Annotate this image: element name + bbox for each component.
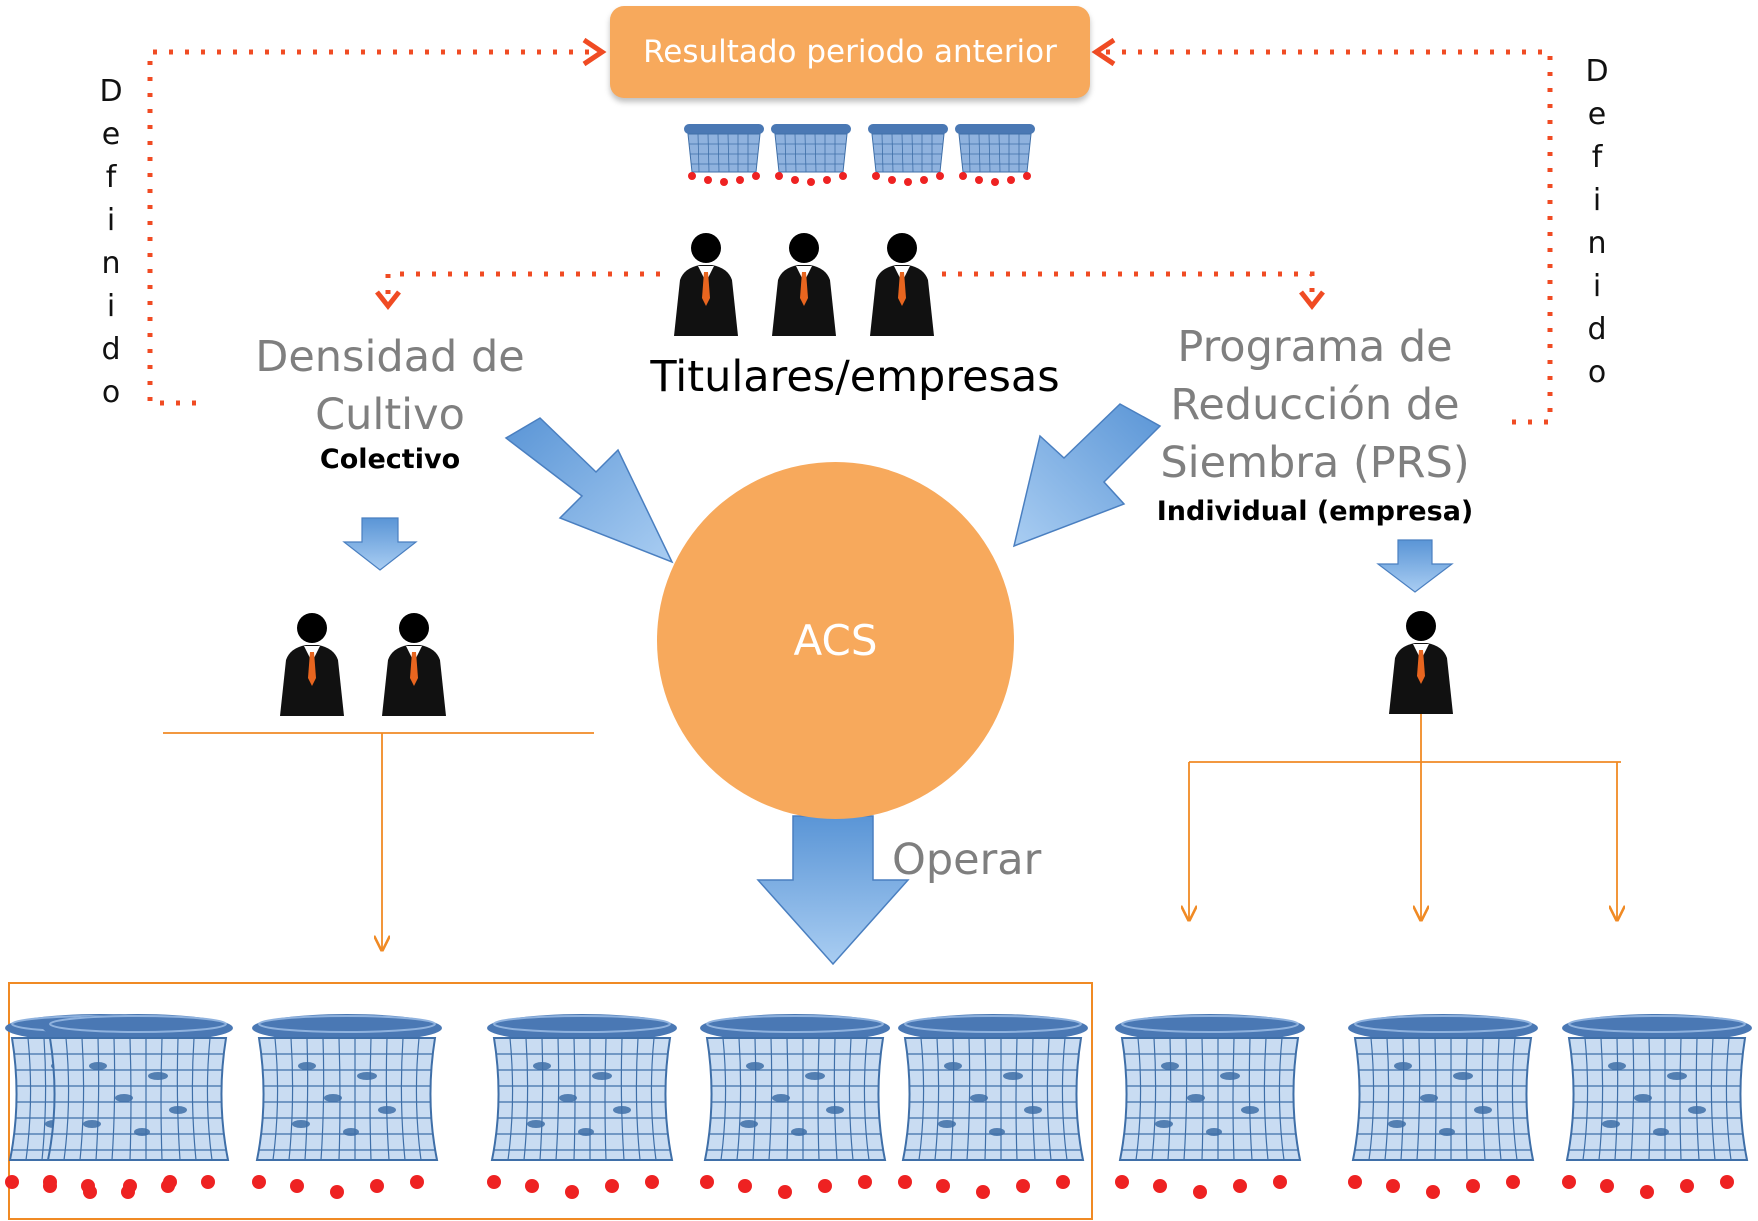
left-letter: d (101, 332, 121, 367)
densidad-line2: Cultivo (315, 390, 465, 440)
right-letter: n (1587, 226, 1607, 261)
left-letter: i (106, 203, 116, 238)
left-letter: D (99, 74, 123, 109)
densidad-block: Densidad de Cultivo Colectivo (225, 328, 555, 475)
collective-cages-frame (8, 982, 1093, 1220)
arrow-densidad-down (342, 517, 418, 571)
operar-label: Operar (892, 835, 1042, 885)
top-cages-row (684, 123, 1036, 187)
densidad-people-icon (280, 613, 446, 716)
left-vertical-label: D e f i n i d o (91, 70, 131, 414)
titulares-label: Titulares/empresas (650, 352, 1060, 402)
small-cage-icon (684, 124, 764, 186)
prs-sub: Individual (empresa) (1156, 496, 1474, 527)
right-letter: f (1591, 140, 1603, 175)
left-orange-connector (163, 732, 594, 950)
right-dotted-arrowhead (1091, 37, 1116, 67)
left-letter: i (106, 289, 116, 324)
titulares-people-icon (674, 233, 934, 336)
left-letter: f (105, 160, 117, 195)
arrow-operar (756, 815, 910, 966)
left-letter: o (101, 375, 121, 410)
right-dotted-loop (1098, 49, 1553, 425)
acs-label: ACS (793, 616, 878, 665)
resultado-periodo-label: Resultado periodo anterior (643, 34, 1057, 70)
resultado-periodo-box: Resultado periodo anterior (610, 6, 1090, 98)
prs-person-icon (1389, 611, 1453, 714)
prs-line3: Siembra (PRS) (1160, 438, 1470, 488)
densidad-sub: Colectivo (319, 444, 461, 475)
dotted-to-densidad (385, 271, 660, 298)
right-letter: e (1587, 97, 1607, 132)
prs-block: Programa de Reducción de Siembra (PRS) I… (1145, 318, 1485, 527)
left-dotted-arrowhead (582, 37, 607, 67)
prs-line1: Programa de (1177, 322, 1453, 372)
right-letter: o (1587, 355, 1607, 390)
right-letter: D (1585, 54, 1609, 89)
businessman-icon (674, 233, 738, 336)
acs-circle: ACS (657, 462, 1014, 819)
left-letter: e (101, 117, 121, 152)
right-orange-connector (1189, 712, 1621, 920)
prs-line2: Reducción de (1170, 380, 1460, 430)
dotted-to-prs (942, 271, 1315, 298)
right-letter: i (1592, 269, 1602, 304)
right-letter: d (1587, 312, 1607, 347)
left-letter: n (101, 246, 121, 281)
arrow-densidad-to-acs (504, 417, 674, 564)
arrow-prs-to-acs (1012, 403, 1162, 548)
densidad-line1: Densidad de (255, 332, 525, 382)
right-letter: i (1592, 183, 1602, 218)
bottom-cages-row (5, 1013, 1753, 1200)
arrow-prs-down (1376, 539, 1454, 593)
right-vertical-label: D e f i n i d o (1577, 50, 1617, 394)
